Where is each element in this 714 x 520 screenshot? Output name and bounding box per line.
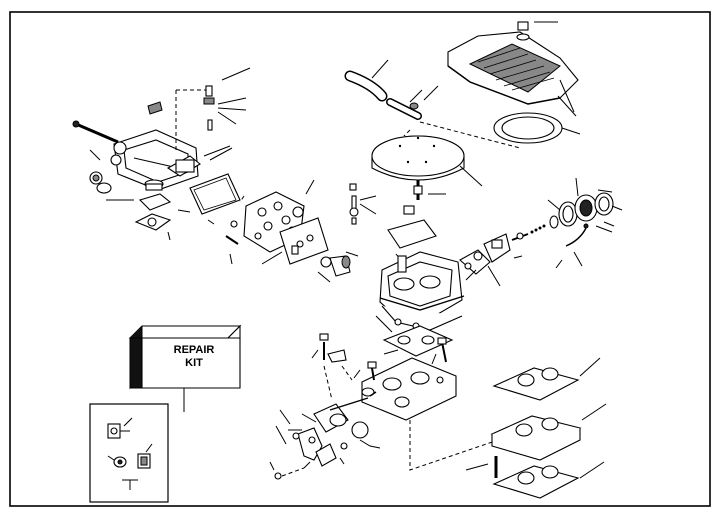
accelerator-pump-assembly bbox=[288, 391, 377, 439]
spacer-gasket-bottom bbox=[492, 461, 605, 499]
repair-kit-label-line2: KIT bbox=[185, 357, 203, 369]
main-body bbox=[375, 251, 465, 333]
fuel-inlet-fitting bbox=[329, 251, 359, 277]
float-parts bbox=[106, 179, 191, 241]
choke-plate-gasket bbox=[387, 205, 437, 249]
float-bowl bbox=[110, 129, 199, 191]
throttle-body bbox=[361, 353, 457, 421]
clip-top bbox=[147, 101, 163, 115]
wing-nut bbox=[516, 21, 558, 41]
spacer-gasket-top bbox=[492, 357, 601, 401]
base-screw bbox=[437, 337, 447, 363]
air-cleaner-gasket bbox=[493, 112, 563, 144]
main-body-gasket bbox=[382, 325, 454, 357]
repair-kit-box: REPAIR KIT bbox=[128, 324, 242, 412]
bowl-gasket bbox=[189, 147, 241, 215]
choke-thermostat bbox=[549, 192, 623, 229]
float bbox=[166, 145, 231, 177]
diagram-frame bbox=[9, 11, 711, 507]
throttle-screws bbox=[353, 361, 377, 397]
screws-small bbox=[207, 219, 239, 265]
air-cleaner-cover bbox=[447, 31, 579, 105]
small-hardware-left bbox=[269, 409, 305, 480]
choke-wire bbox=[555, 223, 613, 269]
spacer-stud bbox=[465, 456, 498, 478]
choke-lever-assembly bbox=[459, 233, 511, 287]
vent-tube bbox=[386, 89, 423, 120]
throttle-lever-top bbox=[311, 333, 347, 363]
grommet bbox=[409, 85, 439, 110]
kit-contents-inset bbox=[89, 403, 169, 503]
vent-hose bbox=[344, 59, 389, 102]
long-screw bbox=[72, 120, 119, 144]
spacer-block-middle bbox=[490, 403, 607, 461]
stud bbox=[413, 180, 446, 200]
needle-seat bbox=[203, 85, 215, 131]
pump-lever-parts bbox=[297, 427, 348, 469]
float-bowl-fittings bbox=[89, 149, 112, 194]
choke-plate-top bbox=[371, 135, 483, 187]
screw-stack bbox=[349, 183, 377, 225]
o-ring bbox=[317, 256, 332, 283]
choke-rod bbox=[511, 224, 546, 259]
metering-gasket bbox=[261, 217, 329, 265]
repair-kit-label-line1: REPAIR bbox=[174, 344, 215, 356]
